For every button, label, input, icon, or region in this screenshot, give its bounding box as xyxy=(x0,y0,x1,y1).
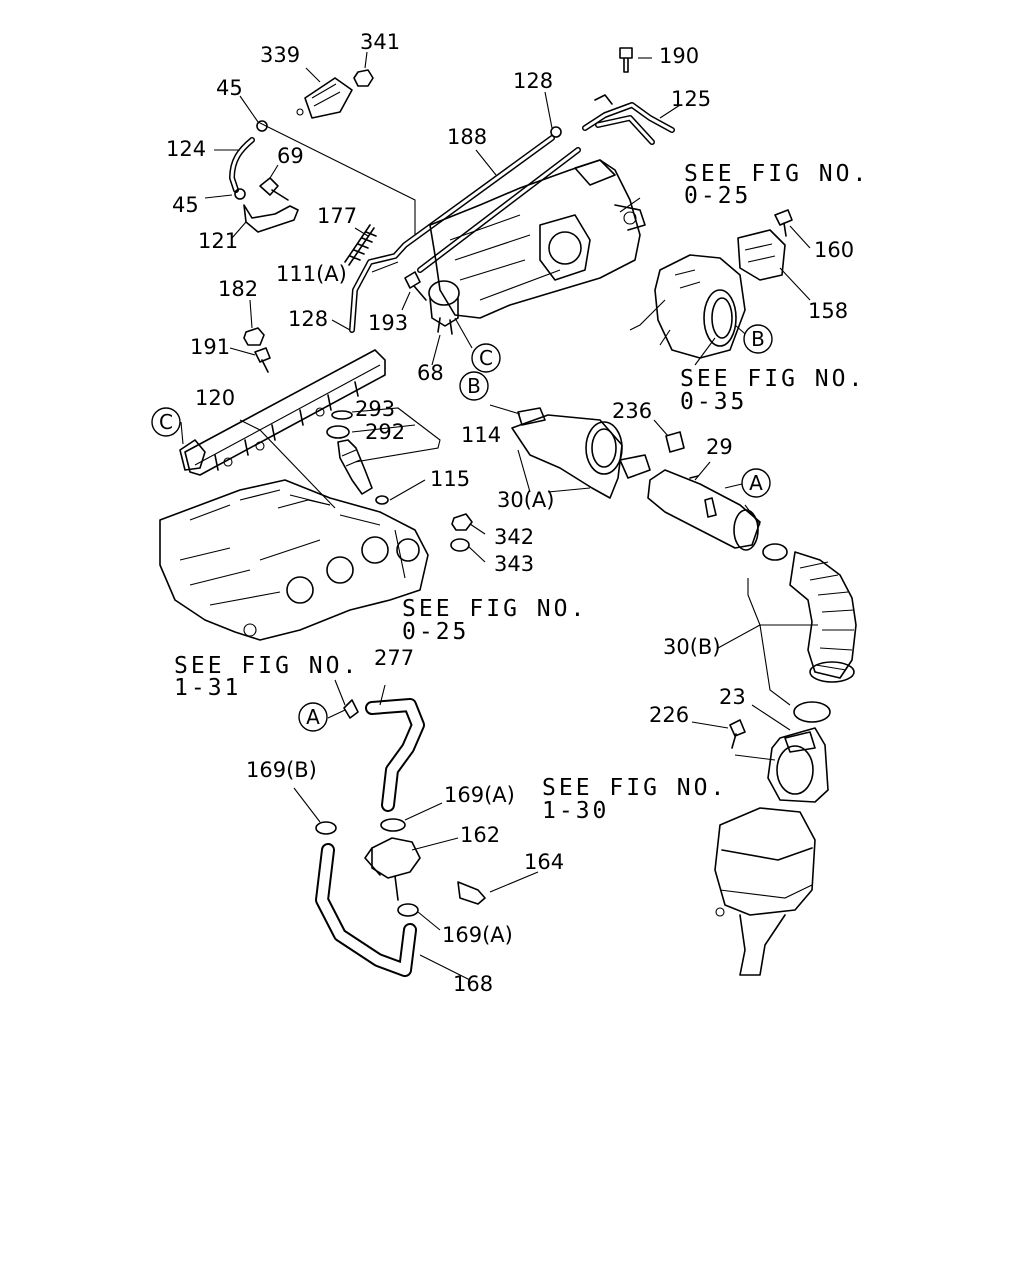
label-343: 343 xyxy=(494,552,534,576)
svg-text:A: A xyxy=(749,471,763,495)
valve-162-drawing xyxy=(364,818,486,917)
label-339: 339 xyxy=(260,43,300,67)
svg-text:1-30: 1-30 xyxy=(542,798,609,824)
label-169a-top: 169(A) xyxy=(444,783,515,807)
duct-30a-drawing xyxy=(511,407,651,499)
label-158: 158 xyxy=(808,299,848,323)
svg-text:C: C xyxy=(159,410,173,434)
label-191: 191 xyxy=(190,335,230,359)
hose-277-drawing xyxy=(343,698,425,812)
label-121: 121 xyxy=(198,229,238,253)
label-193: 193 xyxy=(368,311,408,335)
callout-c-left: C xyxy=(151,407,181,437)
label-341: 341 xyxy=(360,30,400,54)
label-125: 125 xyxy=(671,87,711,111)
label-124: 124 xyxy=(166,137,206,161)
figure-references: SEE FIG NO. 0-25 SEE FIG NO. 0-35 SEE FI… xyxy=(174,161,869,824)
label-114: 114 xyxy=(461,423,501,447)
part-number-labels: 339 341 45 124 69 45 121 177 188 128 190… xyxy=(166,30,854,996)
label-292: 292 xyxy=(365,420,405,444)
label-190: 190 xyxy=(659,44,699,68)
label-182: 182 xyxy=(218,277,258,301)
pipe-125-drawing xyxy=(582,47,675,145)
fuel-rail-120-drawing xyxy=(179,349,386,476)
callout-b-left: B xyxy=(459,371,489,401)
label-115: 115 xyxy=(430,467,470,491)
resonator-29-drawing xyxy=(647,431,761,551)
label-23: 23 xyxy=(719,685,746,709)
label-29: 29 xyxy=(706,435,733,459)
regulator-68-drawing xyxy=(404,271,460,335)
lower-manifold-drawing xyxy=(159,479,429,641)
label-30b: 30(B) xyxy=(663,635,721,659)
callout-c-top: C xyxy=(471,343,501,373)
svg-text:SEE FIG NO.: SEE FIG NO. xyxy=(402,596,587,622)
svg-text:SEE FIG NO.: SEE FIG NO. xyxy=(684,161,869,187)
bolt-191-drawing xyxy=(254,347,271,373)
nut-341-drawing xyxy=(353,69,374,87)
svg-text:SEE FIG NO.: SEE FIG NO. xyxy=(542,775,727,801)
label-169a-bottom: 169(A) xyxy=(442,923,513,947)
bolt-69-drawing xyxy=(259,177,289,201)
label-236: 236 xyxy=(612,399,652,423)
callout-a-right: A xyxy=(741,468,771,498)
nut-342-drawing xyxy=(451,513,473,531)
ref-1-30: SEE FIG NO. 1-30 xyxy=(542,775,727,824)
sensor-158-drawing xyxy=(737,209,793,281)
svg-text:SEE FIG NO.: SEE FIG NO. xyxy=(174,653,359,679)
label-111a: 111(A) xyxy=(276,262,347,286)
cap-182-drawing xyxy=(243,327,265,346)
label-128-top: 128 xyxy=(513,69,553,93)
label-120: 120 xyxy=(195,386,235,410)
tube-188-drawing xyxy=(349,126,581,333)
label-293: 293 xyxy=(355,397,395,421)
bracket-121-drawing xyxy=(243,204,299,233)
ref-0-35: SEE FIG NO. 0-35 xyxy=(680,366,865,415)
label-177: 177 xyxy=(317,204,357,228)
bracket-339-drawing xyxy=(296,77,353,119)
ref-1-31: SEE FIG NO. 1-31 xyxy=(174,653,359,701)
ref-0-25-upper: SEE FIG NO. 0-25 xyxy=(684,161,869,209)
label-68: 68 xyxy=(417,361,444,385)
svg-text:B: B xyxy=(467,374,481,398)
hose-124-drawing xyxy=(229,120,268,200)
svg-text:C: C xyxy=(479,346,493,370)
label-128-mid: 128 xyxy=(288,307,328,331)
callout-b-right: B xyxy=(743,324,773,354)
leader-lines xyxy=(180,51,818,981)
throttle-body-drawing xyxy=(629,254,746,359)
label-188: 188 xyxy=(447,125,487,149)
hose-168-drawing xyxy=(315,821,417,977)
callout-a-left: A xyxy=(298,702,328,732)
svg-text:A: A xyxy=(306,705,320,729)
air-cleaner-drawing xyxy=(714,807,816,976)
label-342: 342 xyxy=(494,525,534,549)
spring-177-drawing xyxy=(344,224,377,266)
svg-text:1-31: 1-31 xyxy=(174,675,241,701)
ref-0-25-lower: SEE FIG NO. 0-25 xyxy=(402,596,587,645)
sensor-23-drawing xyxy=(729,719,829,803)
svg-text:0-35: 0-35 xyxy=(680,389,747,415)
svg-text:B: B xyxy=(751,327,765,351)
washer-343-drawing xyxy=(450,538,470,552)
label-226: 226 xyxy=(649,703,689,727)
label-69: 69 xyxy=(277,144,304,168)
label-277: 277 xyxy=(374,646,414,670)
label-45-top: 45 xyxy=(216,76,243,100)
label-169b: 169(B) xyxy=(246,758,317,782)
label-162: 162 xyxy=(460,823,500,847)
part-drawings xyxy=(159,47,857,977)
label-45-mid: 45 xyxy=(172,193,199,217)
svg-text:0-25: 0-25 xyxy=(402,619,469,645)
label-168: 168 xyxy=(453,972,493,996)
svg-text:0-25: 0-25 xyxy=(684,183,751,209)
label-164: 164 xyxy=(524,850,564,874)
label-160: 160 xyxy=(814,238,854,262)
hose-30b-drawing xyxy=(762,543,857,723)
label-30a: 30(A) xyxy=(497,488,554,512)
intake-plenum-drawing xyxy=(429,159,646,319)
svg-text:SEE FIG NO.: SEE FIG NO. xyxy=(680,366,865,392)
